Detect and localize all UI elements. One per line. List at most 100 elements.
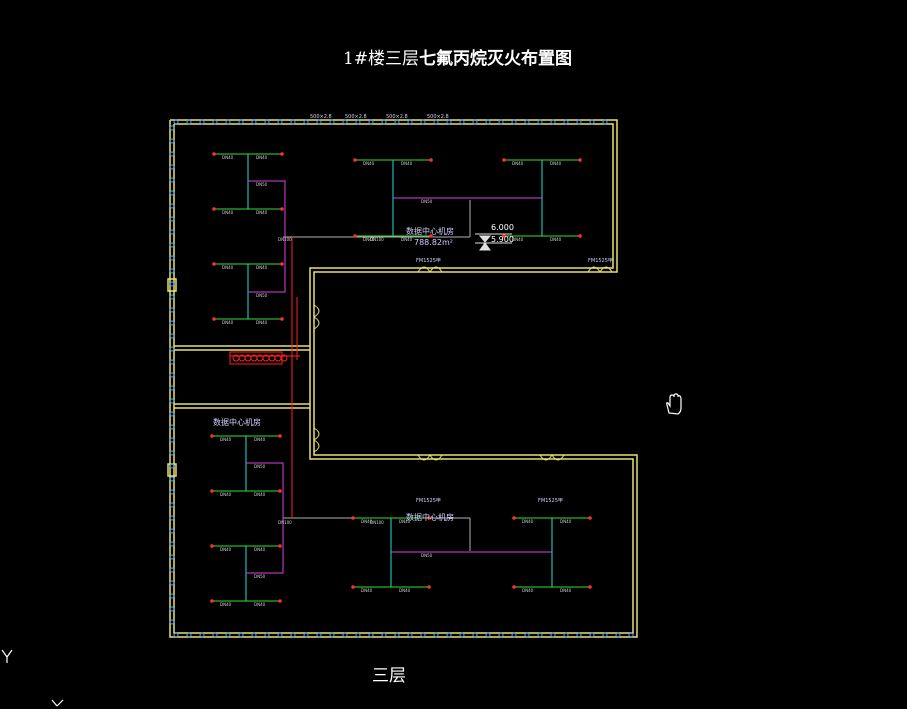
drawing-title: 1#楼三层七氟丙烷灭火布置图 xyxy=(343,44,643,69)
nozzle xyxy=(212,317,216,321)
title-prefix: 1#楼三层 xyxy=(343,49,420,69)
column-tick xyxy=(290,119,296,125)
door-label-4: FM1525甲 xyxy=(538,498,563,504)
pipe-size-label: DN40 xyxy=(254,492,266,497)
column-tick xyxy=(576,119,582,125)
column-tick xyxy=(368,119,374,125)
column-tick xyxy=(169,554,175,560)
pipe-size-label: DN50 xyxy=(254,574,266,579)
pipe-size-label: DN40 xyxy=(401,237,413,242)
pipe-size-label: DN40 xyxy=(512,161,524,166)
elevation-top: 6.000 xyxy=(491,223,514,232)
column-ticks xyxy=(169,119,634,638)
pipe-size-label: DN40 xyxy=(399,519,411,524)
nozzle xyxy=(502,234,506,238)
column-tick xyxy=(498,632,504,638)
pipe-size-label: DN40 xyxy=(256,155,268,160)
column-tick xyxy=(524,632,530,638)
column-tick xyxy=(169,320,175,326)
pipe-size-label: DN40 xyxy=(222,265,234,270)
column-tick xyxy=(238,119,244,125)
column-tick xyxy=(342,119,348,125)
column-tick xyxy=(169,268,175,274)
column-tick xyxy=(355,632,361,638)
title-main: 七氟丙烷灭火布置图 xyxy=(419,49,573,69)
door-label-2: FM1525甲 xyxy=(588,258,613,264)
column-tick xyxy=(264,119,270,125)
nozzle xyxy=(351,516,355,520)
column-tick xyxy=(316,119,322,125)
column-tick xyxy=(169,203,175,209)
pipe-size-label: DN50 xyxy=(421,199,433,204)
nozzle xyxy=(429,234,433,238)
pipe-size-label: DN40 xyxy=(363,161,375,166)
nozzle xyxy=(210,489,214,493)
pipe-size-label: DN40 xyxy=(220,547,232,552)
room-label-lower: 数据中心机房 xyxy=(406,512,454,522)
nozzle xyxy=(280,207,284,211)
column-tick xyxy=(264,632,270,638)
column-tick xyxy=(407,119,413,125)
column-tick xyxy=(169,372,175,378)
column-tick xyxy=(316,632,322,638)
nozzle xyxy=(210,544,214,548)
column-tick xyxy=(563,632,569,638)
pipe-size-label: DN40 xyxy=(522,588,534,593)
column-tick xyxy=(169,229,175,235)
column-tick xyxy=(225,632,231,638)
nozzle xyxy=(512,585,516,589)
pipe-size-label: DN40 xyxy=(522,519,534,524)
nozzle xyxy=(210,599,214,603)
pipe-size-label: DN40 xyxy=(550,161,562,166)
column-tick xyxy=(381,119,387,125)
hand-cursor-icon xyxy=(666,393,682,415)
column-tick xyxy=(169,619,175,625)
column-tick xyxy=(459,632,465,638)
column-tick xyxy=(169,346,175,352)
nozzle xyxy=(278,599,282,603)
nozzle xyxy=(588,585,592,589)
column-tick xyxy=(173,632,179,638)
column-tick xyxy=(199,632,205,638)
column-tick xyxy=(485,632,491,638)
column-tick xyxy=(169,411,175,417)
column-tick xyxy=(589,119,595,125)
agent-cylinders xyxy=(232,354,288,362)
column-tick xyxy=(615,632,621,638)
column-tick xyxy=(433,632,439,638)
column-tick xyxy=(628,632,634,638)
pipe-size-label: DN40 xyxy=(220,602,232,607)
nozzle xyxy=(210,434,214,438)
column-tick xyxy=(472,119,478,125)
column-tick xyxy=(169,190,175,196)
column-tick xyxy=(169,359,175,365)
nozzle xyxy=(351,585,355,589)
nozzle xyxy=(578,234,582,238)
dim-label-3: 500×2.8 xyxy=(386,114,408,120)
pipe-size-label: DN40 xyxy=(222,155,234,160)
column-tick xyxy=(394,632,400,638)
pipe-size-label: DN40 xyxy=(222,320,234,325)
column-tick xyxy=(169,528,175,534)
column-tick xyxy=(169,151,175,157)
column-tick xyxy=(303,632,309,638)
pipe-size-label: DN40 xyxy=(550,237,562,242)
column-tick xyxy=(186,632,192,638)
floor-label: 三层 xyxy=(372,666,406,686)
column-tick xyxy=(251,632,257,638)
column-tick xyxy=(368,632,374,638)
nozzle xyxy=(278,434,282,438)
agent-cylinder xyxy=(280,354,288,362)
pipe-size-label: DN40 xyxy=(512,237,524,242)
nozzle xyxy=(280,317,284,321)
column-tick xyxy=(169,489,175,495)
column-tick xyxy=(550,632,556,638)
column-tick xyxy=(394,119,400,125)
column-tick xyxy=(169,138,175,144)
pipe-size-label: DN40 xyxy=(361,588,373,593)
column-tick xyxy=(169,567,175,573)
pipe-size-label: DN50 xyxy=(256,182,268,187)
column-tick xyxy=(169,255,175,261)
